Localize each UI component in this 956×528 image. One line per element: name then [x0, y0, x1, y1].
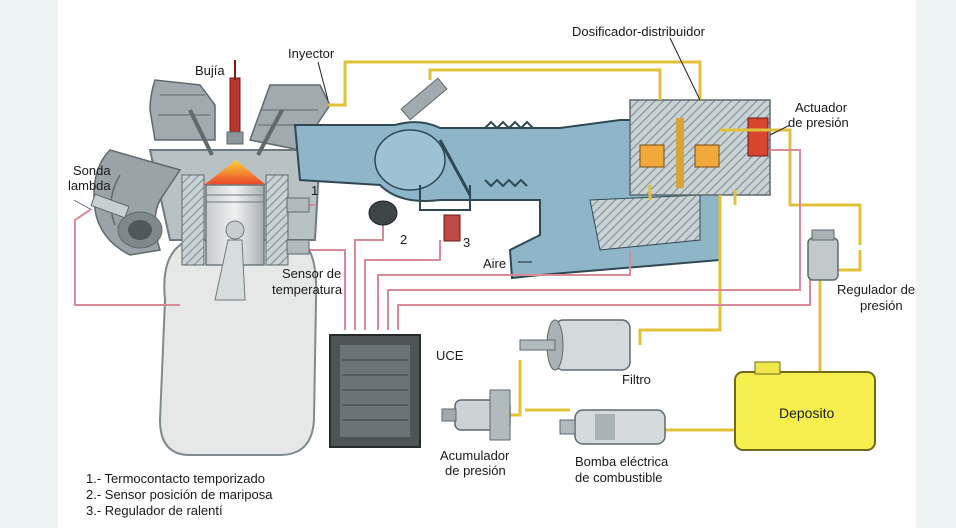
- spark-plug: [226, 60, 244, 145]
- temperature-sensor: [286, 239, 310, 255]
- label-actuador-2: de presión: [788, 115, 849, 130]
- label-deposito: Deposito: [779, 405, 834, 421]
- fuel-lines: [328, 60, 862, 432]
- label-regulador-1: Regulador de: [837, 282, 915, 297]
- legend-item-3: 3.- Regulador de ralentí: [86, 503, 223, 518]
- intake-system: [293, 77, 721, 280]
- label-bomba-2: de combustible: [575, 470, 662, 485]
- label-acumulador-2: de presión: [445, 463, 506, 478]
- fuel-filter: [519, 319, 631, 371]
- label-regulador-2: presión: [860, 298, 903, 313]
- label-sensor-temp-2: temperatura: [272, 282, 343, 297]
- label-inyector: Inyector: [288, 46, 335, 61]
- electric-fuel-pump: [559, 409, 666, 445]
- combustion-chamber: [204, 160, 266, 185]
- ecu-unit: [329, 334, 421, 448]
- label-dosificador: Dosificador-distribuidor: [572, 24, 706, 39]
- label-sonda-2: lambda: [68, 178, 111, 193]
- fuel-distributor: [629, 99, 771, 196]
- label-uce: UCE: [436, 348, 464, 363]
- engine-block: [93, 79, 331, 456]
- pressure-actuator: [747, 117, 769, 157]
- thermo-switch: [286, 197, 310, 213]
- label-actuador-1: Actuador: [795, 100, 848, 115]
- pressure-accumulator: [441, 389, 511, 441]
- legend-item-1: 1.- Termocontacto temporizado: [86, 471, 265, 486]
- leader-lines: [317, 37, 791, 263]
- label-sonda-1: Sonda: [73, 163, 111, 178]
- label-sensor-temp-1: Sensor de: [282, 266, 341, 281]
- legend-item-2: 2.- Sensor posición de mariposa: [86, 487, 273, 502]
- label-filtro: Filtro: [622, 372, 651, 387]
- lambda-sensor: [73, 193, 130, 219]
- label-num-1: 1: [311, 183, 318, 198]
- label-bujia: Bujía: [195, 63, 225, 78]
- label-num-3: 3: [463, 235, 470, 250]
- label-bomba-1: Bomba eléctrica: [575, 454, 669, 469]
- throttle-position-sensor: [368, 200, 398, 226]
- legend: 1.- Termocontacto temporizado 2.- Sensor…: [86, 471, 273, 518]
- label-num-2: 2: [400, 232, 407, 247]
- pressure-regulator: [807, 229, 839, 281]
- fuel-tank: [734, 361, 876, 451]
- label-acumulador-1: Acumulador: [440, 448, 510, 463]
- label-aire: Aire: [483, 256, 506, 271]
- idle-regulator: [443, 214, 461, 242]
